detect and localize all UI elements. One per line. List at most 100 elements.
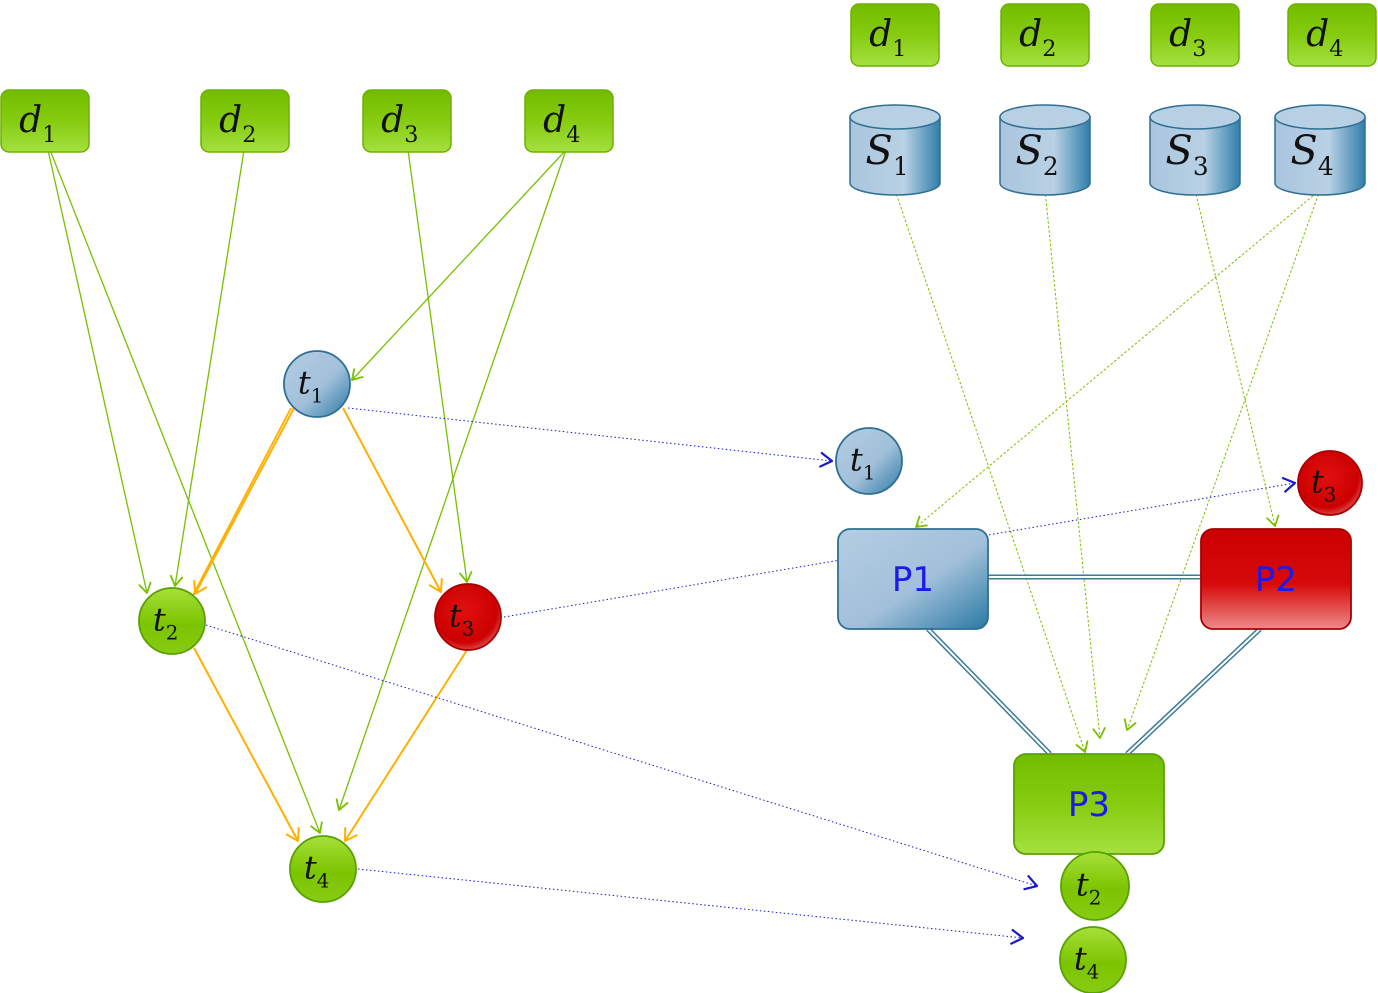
edge-s4-p1	[915, 189, 1321, 528]
data-item-label: d3	[381, 100, 418, 148]
data-item-rd4: d4	[1287, 3, 1377, 67]
edge-s1-p3-arrowhead	[1075, 740, 1089, 753]
edge-s3-rt3-arrowhead	[1266, 514, 1280, 527]
data-item-box	[200, 89, 290, 153]
map-edge-t1-rt1	[347, 407, 834, 468]
data-item-d1: d1	[0, 89, 90, 153]
data-item-label: d2	[219, 100, 256, 148]
task-label: t1	[298, 364, 323, 408]
task-label: t1	[850, 441, 875, 485]
task-circle	[138, 587, 206, 655]
edge-t2-t4-arrowhead	[285, 827, 300, 842]
edge-t1-t2-line	[194, 407, 295, 595]
edge-s4-p1-arrowhead	[915, 515, 928, 528]
processor-box	[1200, 528, 1352, 630]
data-item-label: d4	[543, 100, 580, 148]
storage-top	[849, 104, 941, 130]
data-item-rd1: d1	[850, 3, 940, 67]
edge-d4-t1-line	[351, 149, 567, 381]
task-label: t4	[304, 849, 329, 893]
edge-s1-p3-line	[894, 189, 1086, 753]
storage-body	[849, 116, 941, 196]
edge-t3-t4-arrowhead	[344, 827, 358, 842]
edge-s3-rt3	[1194, 189, 1280, 527]
processor-label: P2	[1255, 560, 1297, 600]
edge-s4-p3-line	[1126, 189, 1321, 731]
data-item-label: d2	[1019, 14, 1056, 62]
link-p2-p3-inner	[1126, 628, 1261, 755]
link-p1-p3	[926, 627, 1052, 756]
data-item-box	[1000, 3, 1090, 67]
storage-top	[1274, 104, 1366, 130]
edge-d1-t4-line	[49, 149, 321, 834]
storage-top	[999, 104, 1091, 130]
data-item-label: d3	[1169, 14, 1206, 62]
data-item-label: d4	[1306, 14, 1343, 62]
processor-p3: P3	[1013, 753, 1165, 855]
task-circle	[1059, 926, 1127, 993]
data-item-rd3: d3	[1150, 3, 1240, 67]
edge-s4-p1-line	[915, 189, 1321, 528]
edge-d1-t2-line	[47, 149, 148, 594]
edge-t2-t4-line	[193, 647, 299, 842]
task-circle	[289, 835, 357, 903]
processor-box	[837, 528, 989, 630]
task-circle	[835, 427, 903, 495]
edge-d4-t4-arrowhead	[335, 798, 349, 811]
task-circle	[434, 583, 502, 651]
map-edge-t1-rt1-arrowhead	[819, 451, 834, 468]
processor-label: P3	[1068, 785, 1110, 825]
edge-t3-t4	[344, 649, 468, 842]
storage-s2: S2	[999, 104, 1091, 196]
storage-label: S1	[865, 128, 908, 181]
map-edge-t4-rt4-line	[357, 868, 1024, 939]
processor-p1: P1	[837, 528, 989, 630]
edge-d3-t3	[407, 149, 473, 583]
data-item-box	[850, 3, 940, 67]
map-edge-t2-rt2-arrowhead	[1023, 875, 1039, 891]
edge-s2-p3-arrowhead	[1092, 727, 1106, 739]
edge-s2-p3-line	[1044, 189, 1101, 739]
task-label: t3	[449, 597, 474, 641]
edge-s4-p3	[1123, 189, 1321, 731]
map-edge-t4-rt4-arrowhead	[1010, 928, 1025, 945]
storage-label: S3	[1165, 128, 1208, 181]
task-t3: t3	[434, 583, 502, 651]
data-item-box	[0, 89, 90, 153]
edge-d4-t4-line	[338, 149, 567, 811]
storage-body	[999, 116, 1091, 196]
edge-d1-t2-arrowhead	[138, 581, 152, 594]
edge-s2-p3	[1044, 189, 1106, 739]
edge-t1-t3-line	[342, 407, 442, 593]
map-edge-t1-rt1-line	[347, 407, 833, 462]
task-circle	[1297, 450, 1363, 516]
map-edge-t2-rt2-line	[205, 624, 1038, 887]
task-label: t2	[1076, 866, 1101, 910]
edge-t1-t2-line-2	[191, 407, 292, 598]
edge-s3-rt3-line	[1194, 189, 1276, 527]
task-rt1: t1	[835, 427, 903, 495]
data-item-label: d1	[19, 100, 56, 148]
task-circle	[1060, 851, 1130, 921]
storage-s3: S3	[1149, 104, 1241, 196]
task-rt3: t3	[1297, 450, 1363, 516]
task-t4: t4	[289, 835, 357, 903]
edge-s1-p3	[894, 189, 1089, 753]
edge-d4-t1	[351, 149, 567, 381]
storage-body	[1149, 116, 1241, 196]
edge-s4-p3-arrowhead	[1123, 718, 1137, 731]
edge-t3-t4-line	[344, 649, 468, 842]
data-item-d3: d3	[362, 89, 452, 153]
map-edge-t4-rt4	[357, 868, 1025, 945]
storage-s4: S4	[1274, 104, 1366, 196]
map-edge-t2-rt2	[205, 624, 1039, 891]
data-item-rd2: d2	[1000, 3, 1090, 67]
task-label: t3	[1311, 463, 1336, 507]
edge-d1-t2	[47, 149, 152, 594]
task-rt2: t2	[1060, 851, 1130, 921]
edge-d3-t3-arrowhead	[459, 571, 473, 583]
storage-label: S4	[1290, 128, 1333, 181]
link-p1-p3-inner	[927, 628, 1051, 755]
storage-s1: S1	[849, 104, 941, 196]
